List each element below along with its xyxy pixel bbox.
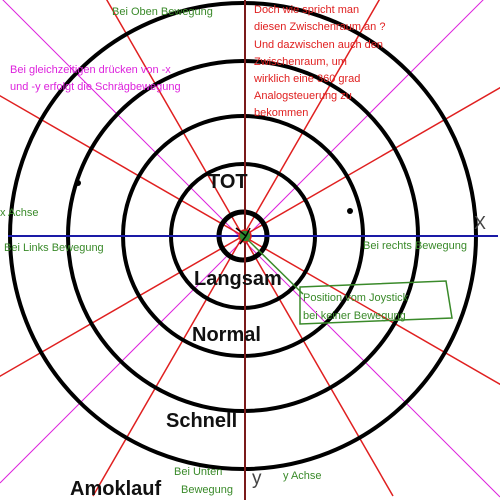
zone-label-langsam: Langsam — [194, 268, 282, 290]
zone-label-schnell: Schnell — [166, 410, 237, 432]
center-arrows-icon — [235, 227, 251, 245]
label-left-movement: Bei Links Bewegung — [4, 242, 104, 254]
marker-dot-left — [75, 180, 81, 186]
zone-label-normal: Normal — [192, 324, 261, 346]
question-note-line: Und dazwischen auch den — [254, 39, 383, 51]
question-note-line: Zwischenraum, um — [254, 56, 347, 68]
y-axis-marker: y — [252, 468, 262, 489]
label-right-movement: Bei rechts Bewegung — [363, 240, 467, 252]
marker-dot-right — [347, 208, 353, 214]
zone-label-tot: TOT — [208, 171, 248, 193]
question-note-line: wirklich eine 360 grad — [253, 73, 360, 85]
diagonal-note-line: und -y erfolgt die Schrägbewegung — [10, 81, 181, 93]
question-note-line: Doch wie spricht man — [254, 4, 359, 16]
x-axis-marker: X — [474, 213, 486, 233]
rest-position-pointer — [247, 239, 304, 295]
rest-note-line: bei keiner Bewegung — [303, 310, 406, 322]
rest-position-box — [299, 280, 453, 325]
label-top-movement: Bei Oben Bewegung — [112, 6, 213, 18]
rest-note-line: Position vom Joystick — [303, 292, 409, 304]
label-bottom-movement-line2: Bewegung — [181, 484, 233, 496]
zone-label-amoklauf: Amoklauf — [70, 478, 161, 500]
label-x-axis: x Achse — [0, 207, 39, 219]
label-y-axis: y Achse — [283, 470, 322, 482]
label-bottom-movement-line1: Bei Unten — [174, 466, 222, 478]
diagonal-note-line: Bei gleichzeitigen drücken von -x — [10, 64, 171, 76]
question-note-line: Analogsteuerung zu — [254, 90, 352, 102]
question-note-line: diesen Zwischenraum an ? — [254, 21, 385, 33]
question-note-line: bekommen — [254, 107, 308, 119]
